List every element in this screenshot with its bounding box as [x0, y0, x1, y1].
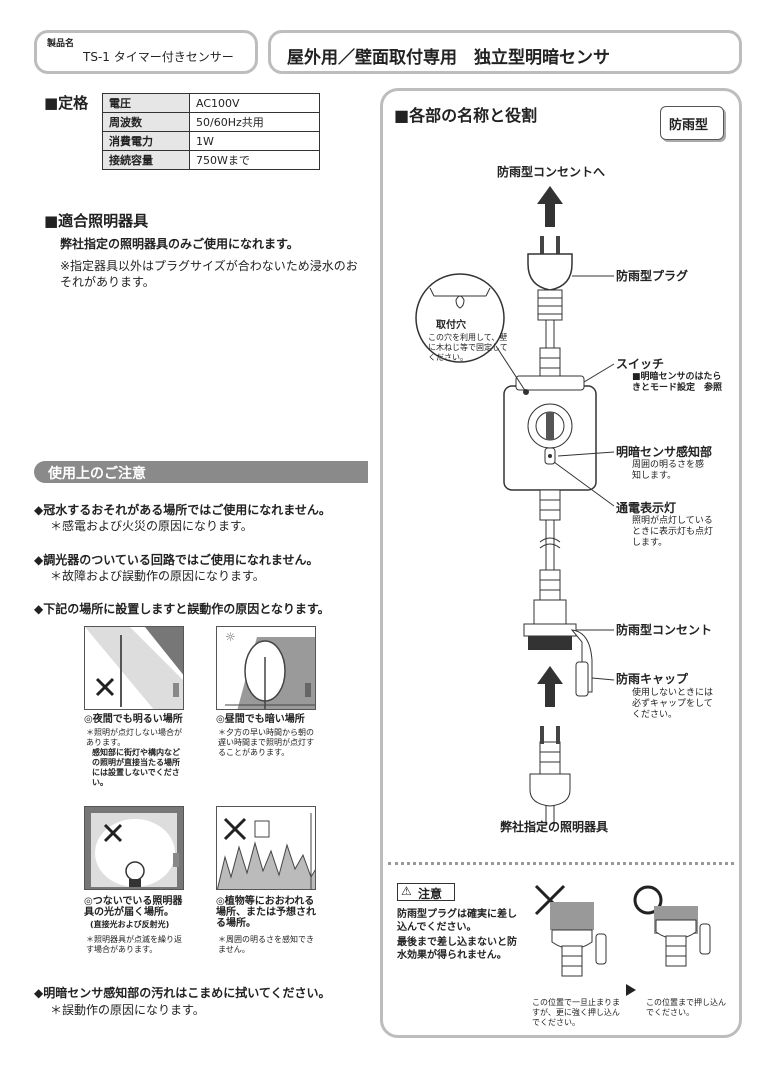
to-outlet-label: 防雨型コンセントへ [497, 165, 606, 179]
fixtures-note: ※指定器具以外はプラグサイズが合わないため浸水のおそれがあります。 [60, 259, 358, 289]
divider [388, 862, 734, 865]
caption-good: この位置まで押し込んでください。 [646, 998, 726, 1017]
spec-key: 周波数 [102, 112, 190, 132]
spec-heading: ■定格 [44, 94, 89, 112]
rainproof-badge-label: 防雨型 [669, 118, 709, 133]
illustration-bright-night [84, 626, 184, 710]
switch-label: スイッチ [616, 357, 665, 371]
pic3-title: ◎つないでいる照明器具の光が届く場所。 [84, 896, 183, 918]
hole-note: この穴を利用して、壁に木ねじ等で固定してください。 [428, 333, 508, 362]
lamp-illustration [91, 813, 179, 887]
illustration-light-reaches [84, 806, 184, 890]
cap-note: 使用しないときには必ずキャップをしてください。 [632, 688, 714, 720]
plug-label: 防雨型プラグ [616, 269, 689, 283]
warning-badge: ⚠ 注意 [397, 883, 455, 901]
pic4-title: ◎植物等におおわれる場所、または予想される場所。 [216, 896, 316, 929]
pic1-title: ◎夜間でも明るい場所 [84, 714, 183, 725]
spec-value: 50/60Hz共用 [189, 112, 320, 132]
fixtures-heading: ■適合照明器具 [44, 212, 149, 230]
svg-text:☼: ☼ [225, 630, 236, 644]
caution-4-title: ◆明暗センサ感知部の汚れはこまめに拭いてください。 [34, 986, 331, 1000]
up-arrow-shaft [545, 203, 555, 227]
product-label: 製品名 [47, 39, 75, 49]
spec-key: 消費電力 [102, 131, 190, 151]
parts-panel [380, 88, 742, 1038]
pic4-note: ＊周囲の明るさを感知できません。 [218, 935, 314, 954]
spec-value: 1W [189, 131, 320, 151]
illustration-plants [216, 806, 316, 890]
caution-3-title: ◆下記の場所に設置しますと誤動作の原因となります。 [34, 602, 330, 616]
pic3-note: ＊照明器具が点滅を繰り返す場合があります。 [86, 935, 182, 954]
pic2-title: ◎昼間でも暗い場所 [216, 714, 305, 725]
warning-text-1: 防雨型プラグは確実に差し込んでください。 [397, 909, 517, 933]
lamp-note: 照明が点灯しているときに表示灯も点灯します。 [632, 516, 714, 548]
pic2-note: ＊夕方の早い時間から朝の遅い時間まで照明が点灯することがあります。 [218, 728, 314, 757]
spec-value: AC100V [189, 93, 320, 113]
sensor-device-diagram [415, 236, 615, 826]
warning-text-2: 最後まで差し込まないと防水効果が得られません。 [397, 937, 517, 961]
caution-1-title: ◆冠水するおそれがある場所ではご使用になれません。 [34, 503, 331, 517]
caution-1-note: ＊感電および火災の原因になります。 [50, 519, 253, 533]
pic1-note: ＊照明が点灯しない場合があります。 [86, 728, 182, 747]
tree-illustration: ☼ [225, 630, 315, 709]
switch-note: ■明暗センサのはたらきとモード設定 参照 [632, 372, 723, 393]
lamp-label: 通電表示灯 [616, 501, 677, 515]
plants-illustration [217, 813, 315, 889]
cautions-heading-bar: 使用上のご注意 [34, 461, 368, 483]
caution-2-note: ＊故障および誤動作の原因になります。 [50, 569, 265, 583]
caption-bad: この位置で一旦止まりますが、更に強く押し込んでください。 [532, 998, 620, 1027]
sensor-label: 明暗センサ感知部 [616, 445, 713, 459]
illustration-dark-day: ☼ [216, 626, 316, 710]
product-name-box: 製品名 TS-1 タイマー付きセンサー [34, 30, 258, 74]
spec-value: 750Wまで [189, 150, 320, 170]
warning-badge-label: 注意 [418, 887, 443, 901]
fixtures-line: 弊社指定の照明器具のみご使用になれます。 [60, 237, 299, 251]
fixture-label: 弊社指定の照明器具 [500, 820, 609, 834]
plug-insertion-diagram [534, 884, 711, 996]
outlet-label: 防雨型コンセント [616, 623, 713, 637]
caution-4-note: ＊誤動作の原因になります。 [50, 1003, 205, 1017]
pic1-note2: 感知部に街灯や構内などの照明が直接当たる場所には設置しないでください。 [92, 748, 180, 787]
page-title: 屋外用／壁面取付専用 独立型明暗センサ [287, 48, 610, 68]
sensor-note: 周囲の明るさを感知します。 [632, 460, 705, 481]
cautions-heading: 使用上のご注意 [48, 466, 146, 482]
up-arrow-icon [537, 666, 563, 684]
parts-heading: ■各部の名称と役割 [394, 106, 538, 125]
warning-triangle-icon: ⚠ [401, 884, 412, 898]
product-name: TS-1 タイマー付きセンサー [83, 50, 234, 64]
up-arrow-shaft [545, 683, 555, 707]
pic3-sub: (直接光および反射光) [90, 920, 170, 929]
streetlight-illustration [85, 627, 183, 709]
caution-2-title: ◆調光器のついている回路ではご使用になれません。 [34, 553, 319, 567]
spec-key: 接続容量 [102, 150, 190, 170]
rainproof-badge: 防雨型 [660, 106, 724, 140]
hole-label: 取付穴 [436, 320, 466, 331]
spec-key: 電圧 [102, 93, 190, 113]
title-box: 屋外用／壁面取付専用 独立型明暗センサ [268, 30, 742, 74]
cap-label: 防雨キャップ [616, 672, 689, 686]
up-arrow-icon [537, 186, 563, 204]
